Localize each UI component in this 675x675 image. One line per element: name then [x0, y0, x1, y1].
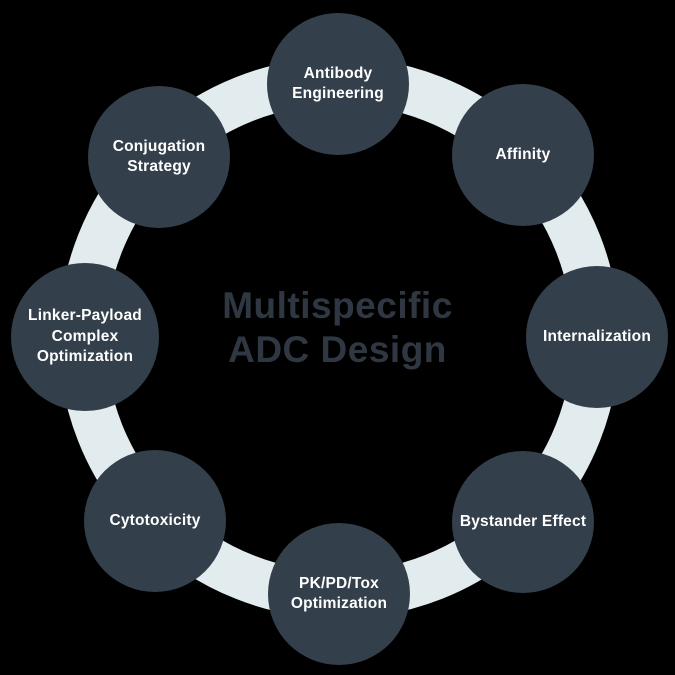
node-conjugation-strategy: Conjugation Strategy	[88, 86, 230, 228]
node-internalization: Internalization	[526, 266, 668, 408]
node-label: Cytotoxicity	[109, 511, 201, 529]
node-cytotoxicity: Cytotoxicity	[84, 450, 226, 592]
diagram-title: Multispecific ADC Design	[0, 284, 675, 371]
node-label: Conjugation Strategy	[112, 137, 206, 175]
node-label: Bystander Effect	[459, 512, 587, 530]
node-bystander-effect: Bystander Effect	[452, 451, 594, 593]
node-linker-payload-optimization: Linker-Payload Complex Optimization	[11, 263, 159, 411]
node-label: Linker-Payload Complex Optimization	[28, 307, 142, 366]
node-label: PK/PD/Tox Optimization	[290, 574, 388, 612]
node-affinity: Affinity	[452, 84, 594, 226]
node-antibody-engineering: Antibody Engineering	[267, 13, 409, 155]
diagram-title-line2: ADC Design	[228, 328, 447, 370]
node-label: Affinity	[495, 145, 551, 163]
node-pk-pd-tox-optimization: PK/PD/Tox Optimization	[268, 523, 410, 665]
node-label: Internalization	[542, 327, 652, 345]
node-label: Antibody Engineering	[292, 64, 384, 102]
diagram-title-line1: Multispecific	[222, 285, 453, 326]
